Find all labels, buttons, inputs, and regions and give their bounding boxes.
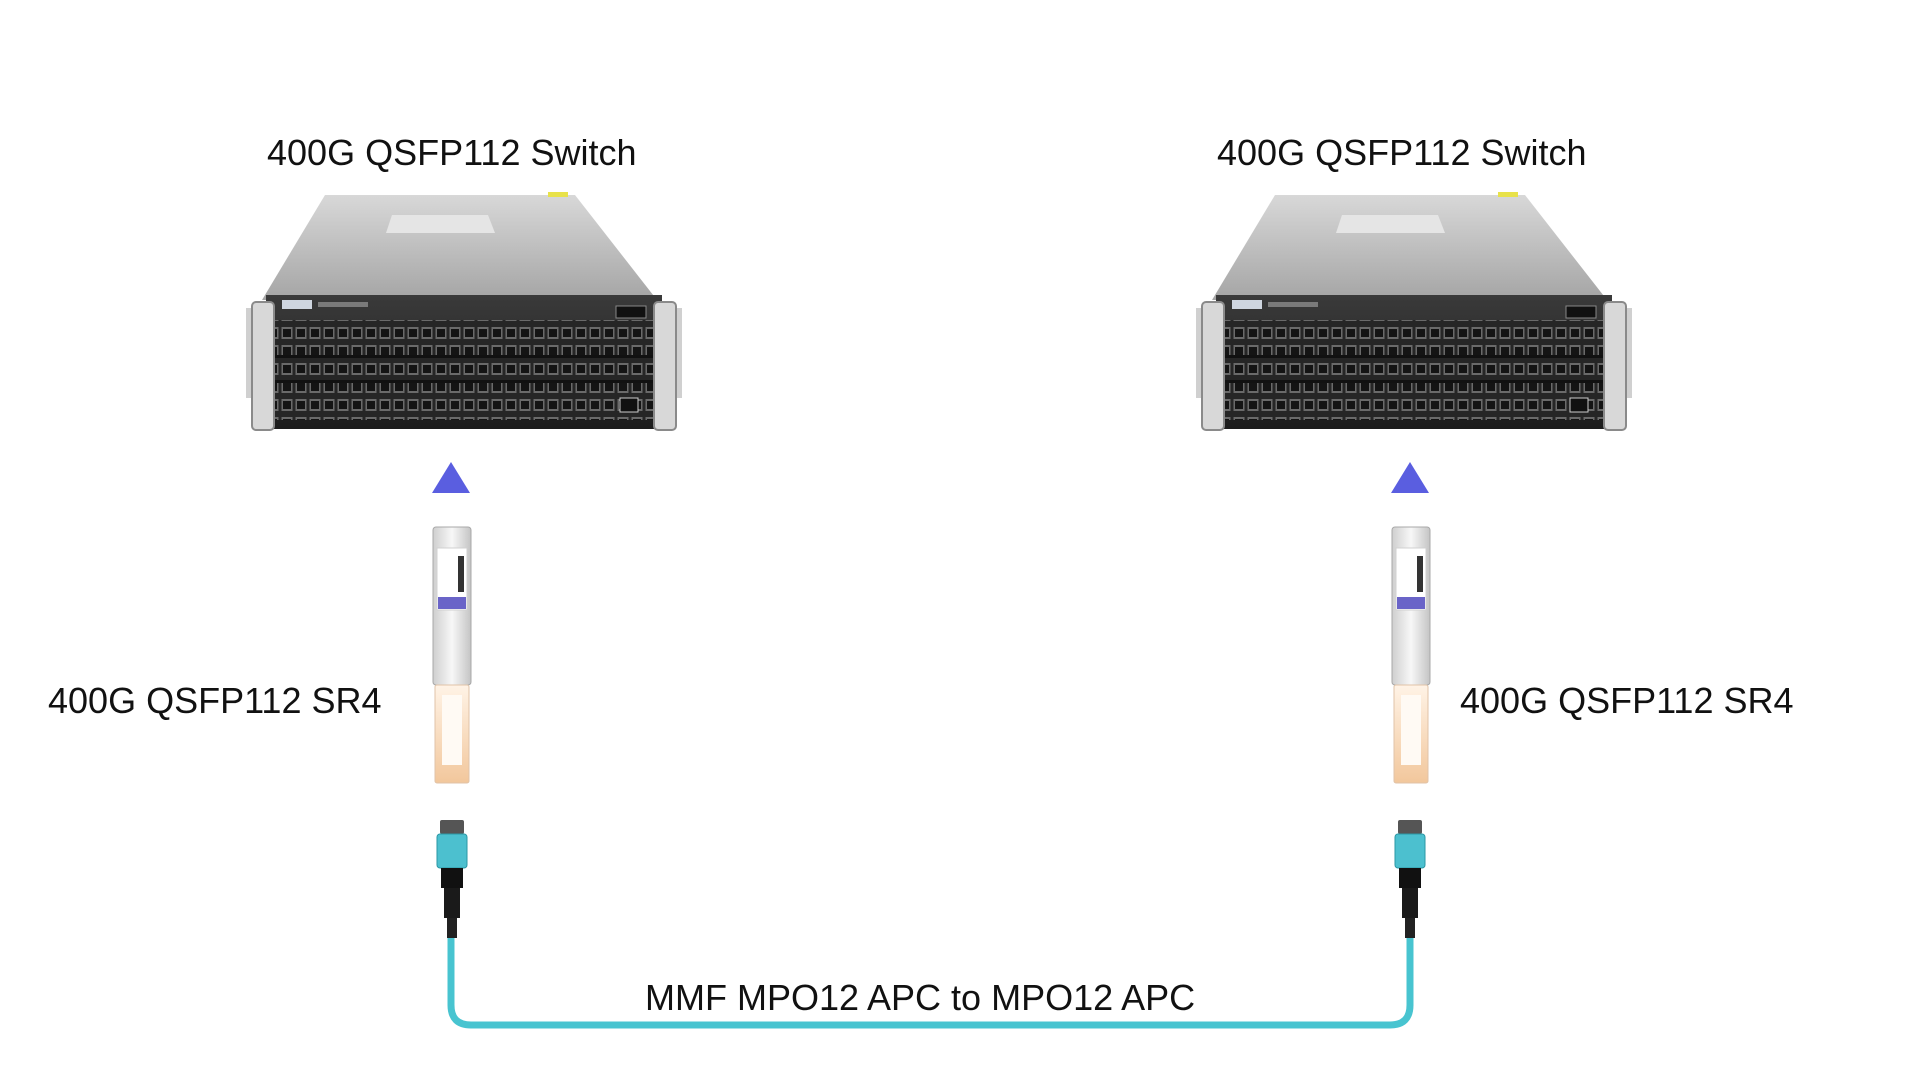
mpo-connector-left (436, 820, 468, 938)
network-switch-left (246, 192, 682, 431)
module-label-right: 400G QSFP112 SR4 (1460, 680, 1794, 721)
qsfp112-module-left (432, 526, 472, 784)
arrow-up-icon-right (1391, 462, 1429, 493)
fiber-cable (447, 931, 1414, 1029)
qsfp112-module-right (1391, 526, 1431, 784)
switch-label-right: 400G QSFP112 Switch (1217, 132, 1587, 173)
network-switch-right (1196, 192, 1632, 431)
module-label-left: 400G QSFP112 SR4 (48, 680, 382, 721)
switch-label-left: 400G QSFP112 Switch (267, 132, 637, 173)
arrow-up-icon-left (432, 462, 470, 493)
mpo-connector-right (1394, 820, 1426, 938)
cable-label: MMF MPO12 APC to MPO12 APC (645, 977, 1196, 1018)
